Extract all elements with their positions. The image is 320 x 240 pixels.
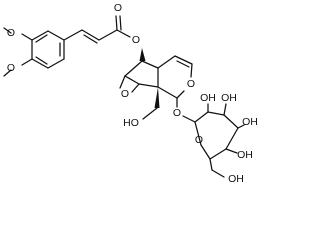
atom-label-oh: HO <box>123 117 139 129</box>
bond <box>81 29 100 41</box>
bond <box>211 169 225 178</box>
atom-labels: O O O O O O HO O O OH OH OH OH <box>7 2 258 161</box>
bond <box>124 75 140 85</box>
terminal-hydroxyl: OH <box>228 173 244 185</box>
bond <box>124 60 143 77</box>
bond <box>207 111 225 116</box>
bond <box>21 58 33 66</box>
bond <box>63 29 83 41</box>
wedge-bond <box>154 87 160 108</box>
bond <box>47 30 65 41</box>
bond <box>194 111 209 123</box>
bond <box>209 148 227 160</box>
atom-label-oh: OH <box>237 149 253 161</box>
bond <box>3 69 12 77</box>
iridoid-core <box>119 48 193 120</box>
bond <box>223 103 227 116</box>
atom-label-oh: OH <box>200 92 216 104</box>
double-bond-inner <box>83 34 98 44</box>
double-bond-inner <box>176 60 190 68</box>
methoxy-groups <box>3 27 33 77</box>
atom-label-o: O <box>132 34 140 46</box>
atom-label-oh: OH <box>228 173 244 185</box>
atom-label-o: O <box>114 2 122 14</box>
bond <box>225 127 239 150</box>
bond <box>138 83 159 88</box>
bond <box>176 90 185 99</box>
atom-label-o: O <box>187 78 195 90</box>
molecule-structure: O O O O O O HO O O OH OH OH OH OH <box>3 2 258 185</box>
bond <box>31 30 49 41</box>
bond <box>174 55 193 65</box>
atom-label-o: O <box>195 134 203 146</box>
atom-label-oh: OH <box>221 92 237 104</box>
wedge-bond <box>139 48 146 61</box>
atom-label-o: O <box>7 62 15 74</box>
bond <box>200 144 211 160</box>
atom-label-oh: OH <box>242 116 258 128</box>
bond <box>209 158 213 171</box>
bond <box>115 15 118 31</box>
bond <box>190 63 193 78</box>
bond <box>157 55 176 69</box>
bond <box>142 107 158 120</box>
double-bond-inner <box>35 34 48 43</box>
bond <box>119 15 122 31</box>
cinnamoyl-chain <box>63 15 131 44</box>
bond <box>21 33 33 41</box>
atom-label-o: O <box>7 27 15 39</box>
bond <box>225 148 238 154</box>
bond <box>119 75 126 89</box>
bond <box>47 58 65 69</box>
benzene-ring <box>31 30 65 69</box>
structure-canvas: O O O O O O HO O O OH OH OH OH OH <box>3 2 258 185</box>
atom-label-o: O <box>173 107 181 119</box>
bond <box>131 83 140 93</box>
bond <box>3 27 12 34</box>
bond <box>31 58 49 69</box>
bond <box>194 121 202 146</box>
bond <box>223 114 239 129</box>
atom-label-o: O <box>121 88 129 100</box>
bond <box>141 60 159 69</box>
bond <box>182 115 196 123</box>
bond <box>157 86 178 99</box>
bond <box>237 124 245 129</box>
double-bond-inner <box>35 56 48 65</box>
glucose-ring <box>182 103 245 178</box>
bond <box>116 29 131 38</box>
bond <box>98 29 118 41</box>
